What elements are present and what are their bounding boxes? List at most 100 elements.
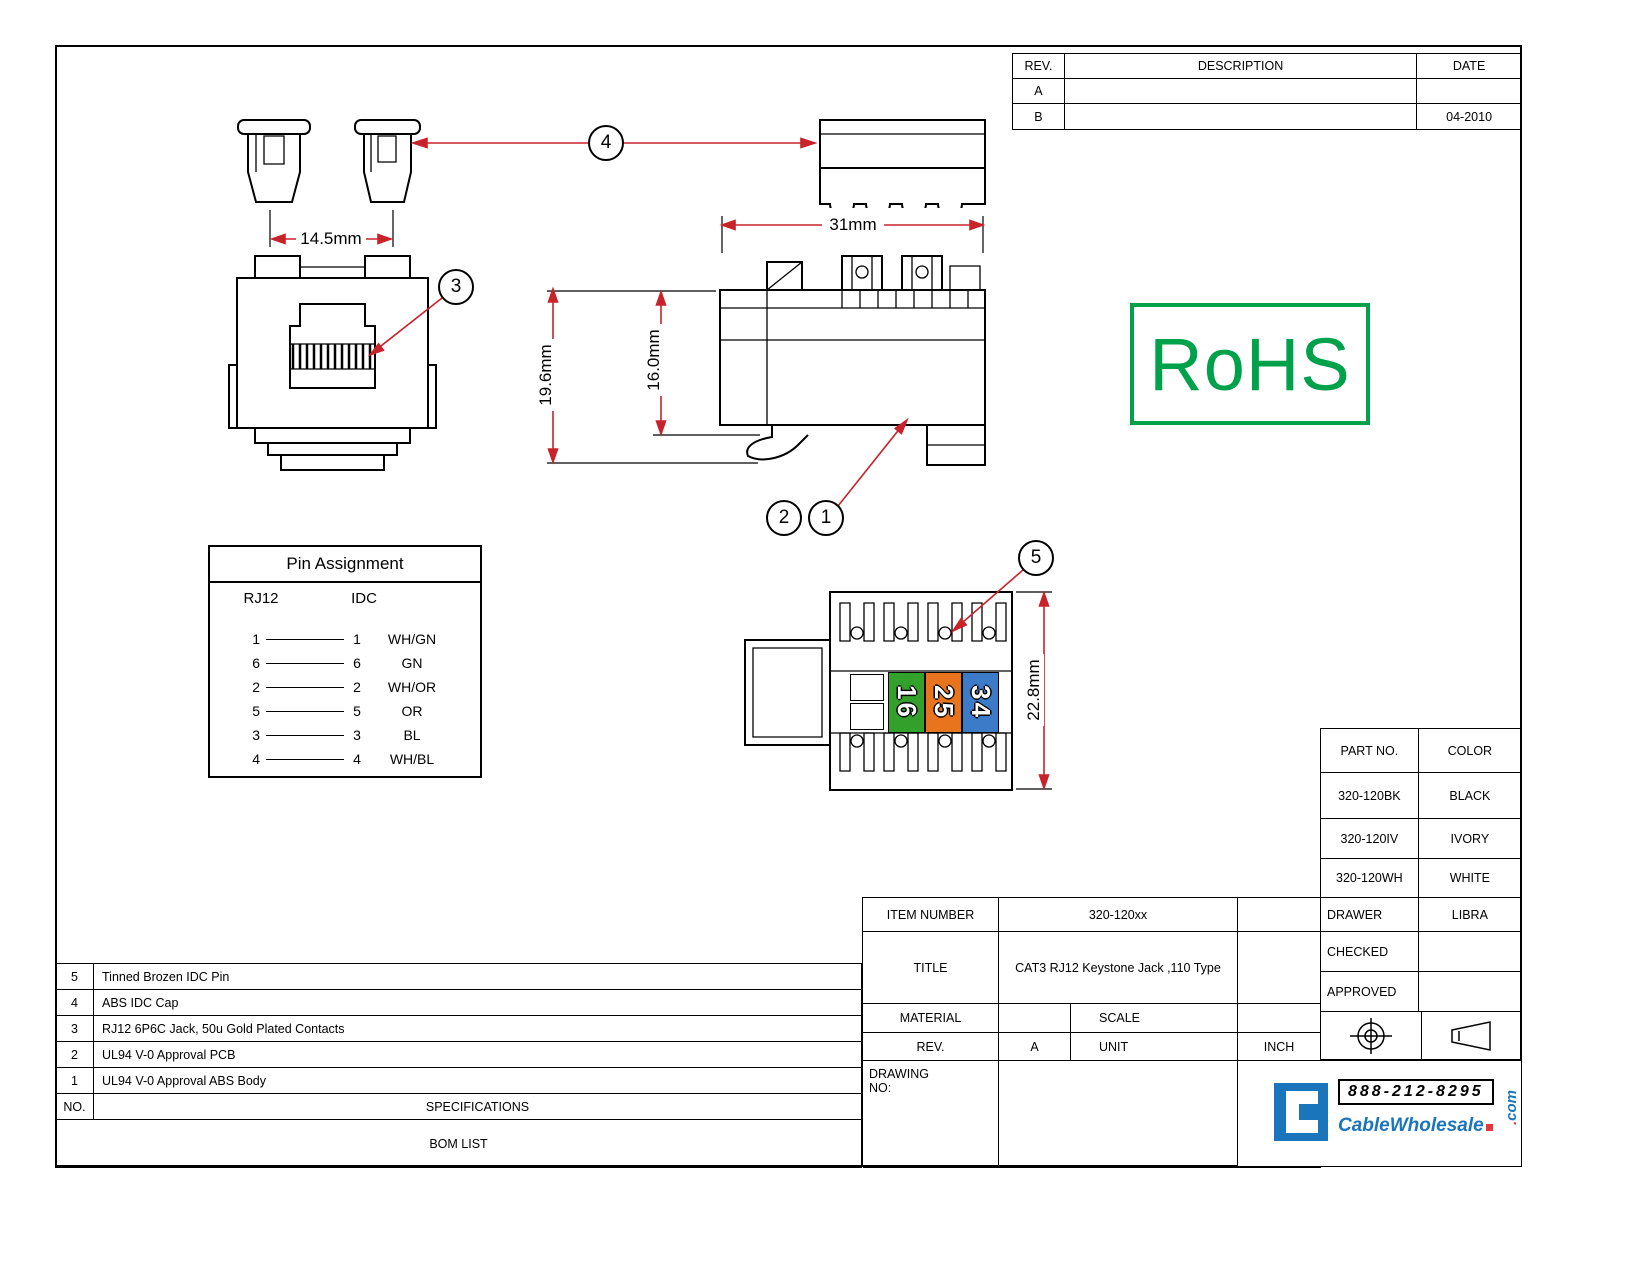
idc-pin: 6	[353, 655, 361, 671]
scale-label: SCALE	[1071, 1004, 1238, 1033]
wire-color: GN	[401, 655, 423, 671]
drawer-label: DRAWER	[1320, 897, 1419, 932]
pin-row: 1 1 WH/GN	[210, 627, 480, 651]
part-row: 320-120BK BLACK	[1320, 772, 1523, 819]
revision-row: A	[1012, 78, 1522, 104]
bom-no-cell: 1	[55, 1067, 94, 1094]
pin-map-line	[266, 734, 344, 736]
rohs-badge: RoHS	[1130, 303, 1370, 425]
part-color-table: PART NO. COLOR 320-120BK BLACK 320-120IV…	[1320, 728, 1523, 1012]
revision-date-cell: 04-2010	[1416, 103, 1522, 130]
checked-label: CHECKED	[1320, 931, 1419, 972]
revision-description-cell	[1063, 78, 1418, 104]
pin-map-line	[266, 758, 344, 760]
pin-row: 2 2 WH/OR	[210, 675, 480, 699]
drawing-title-value: CAT3 RJ12 Keystone Jack ,110 Type	[999, 932, 1238, 1004]
jack-side-view	[712, 250, 997, 488]
pin-map-line	[266, 638, 344, 640]
rj12-pin: 5	[252, 703, 260, 719]
projection-trapezoid-cell	[1420, 1012, 1522, 1059]
bom-no-cell: 3	[55, 1015, 94, 1042]
clip-view-right	[355, 120, 420, 202]
callout-number: 4	[600, 132, 612, 153]
dim-14-5mm-label: 14.5mm	[296, 229, 366, 249]
empty-cell	[1238, 932, 1321, 1004]
punch-blank-cell	[850, 674, 884, 701]
unit-label: UNIT	[1071, 1033, 1238, 1061]
title-label: TITLE	[863, 932, 999, 1004]
projection-circle-cell	[1321, 1012, 1421, 1059]
approved-label: APPROVED	[1320, 971, 1419, 1012]
bom-row: 2 UL94 V-0 Approval PCB	[55, 1041, 862, 1068]
punch-label-green: 16	[888, 672, 925, 733]
part-row: 320-120IV IVORY	[1320, 818, 1523, 859]
rj12-pin: 4	[252, 751, 260, 767]
punch-blank-cell	[850, 703, 884, 730]
pin-row: 4 4 WH/BL	[210, 747, 480, 771]
revision-table: REV. DESCRIPTION DATE A B 04-2010	[1012, 53, 1522, 130]
bom-spec-header: SPECIFICATIONS	[93, 1093, 862, 1120]
wire-color: WH/BL	[389, 751, 435, 767]
bom-table: 5 Tinned Brozen IDC Pin 4 ABS IDC Cap 3 …	[55, 963, 862, 1168]
title-block: ITEM NUMBER 320-120xx TITLE CAT3 RJ12 Ke…	[862, 897, 1321, 1168]
jack-front-outline	[229, 256, 436, 470]
item-number-value: 320-120xx	[999, 898, 1238, 932]
callout-number: 3	[450, 276, 462, 297]
checked-value	[1417, 931, 1523, 972]
rj12-contact-comb	[293, 344, 370, 369]
dim-19-6mm-label: 19.6mm	[536, 339, 556, 411]
rev-label: REV.	[863, 1033, 999, 1061]
rj12-pin: 1	[252, 631, 260, 647]
drawing-no-text: DRAWING NO:	[869, 1067, 929, 1095]
callout-number: 2	[778, 507, 790, 528]
punch-label-text: 25	[928, 685, 959, 720]
part-row: 320-120WH WHITE	[1320, 858, 1523, 898]
bom-row: 4 ABS IDC Cap	[55, 989, 862, 1016]
logo-company: CableWholesale	[1338, 1115, 1493, 1137]
rj12-header: RJ12	[243, 589, 279, 607]
cablewholesale-logo: 888-212-8295 CableWholesale .com	[1237, 1060, 1522, 1167]
bom-no-header: NO.	[55, 1093, 94, 1120]
material-value	[999, 1004, 1071, 1033]
punch-contacts-bottom	[840, 733, 1006, 771]
logo-dot-icon	[1485, 1124, 1493, 1131]
idc-cap-view	[815, 116, 990, 208]
logo-dot-char: .	[1502, 1120, 1520, 1126]
drawer-value: LIBRA	[1417, 897, 1523, 932]
callout-number: 5	[1030, 547, 1042, 568]
color-cell: WHITE	[1417, 858, 1523, 898]
rev-col-header: REV.	[1012, 53, 1065, 79]
logo-phone: 888-212-8295	[1338, 1079, 1494, 1105]
idc-pin: 2	[353, 679, 361, 695]
revision-rev-cell: B	[1012, 103, 1065, 130]
bom-spec-cell: ABS IDC Cap	[93, 989, 862, 1016]
date-col-header: DATE	[1416, 53, 1522, 79]
dim-31mm-label: 31mm	[822, 215, 884, 235]
wire-color: WH/GN	[387, 631, 437, 647]
bom-row: 5 Tinned Brozen IDC Pin	[55, 963, 862, 990]
idc-header: IDC	[351, 589, 377, 607]
revision-description-cell	[1063, 103, 1418, 130]
bom-no-cell: 2	[55, 1041, 94, 1068]
item-number-label: ITEM NUMBER	[863, 898, 999, 932]
rohs-text: RoHS	[1149, 322, 1351, 406]
unit-value: INCH	[1238, 1033, 1321, 1061]
approved-value	[1417, 971, 1523, 1012]
projection-symbol-box	[1320, 1011, 1522, 1060]
logo-dotcom-vertical: .com	[1503, 1090, 1520, 1125]
rev-value: A	[999, 1033, 1071, 1061]
punch-contacts-top	[840, 603, 1006, 641]
pin-row: 3 3 BL	[210, 723, 480, 747]
part-no-header: PART NO.	[1320, 728, 1419, 773]
bom-spec-cell: Tinned Brozen IDC Pin	[93, 963, 862, 990]
revision-date-cell	[1416, 78, 1522, 104]
bom-spec-cell: RJ12 6P6C Jack, 50u Gold Plated Contacts	[93, 1015, 862, 1042]
bom-no-cell: 5	[55, 963, 94, 990]
bom-list-footer: BOM LIST	[55, 1119, 862, 1168]
contact-slot-ticks	[842, 290, 968, 308]
bom-spec-cell: UL94 V-0 Approval ABS Body	[93, 1067, 862, 1094]
jack-front-view	[225, 248, 440, 480]
jack-side-outline	[720, 262, 985, 465]
dim-22-8mm-label: 22.8mm	[1024, 654, 1044, 726]
pin-row: 6 6 GN	[210, 651, 480, 675]
